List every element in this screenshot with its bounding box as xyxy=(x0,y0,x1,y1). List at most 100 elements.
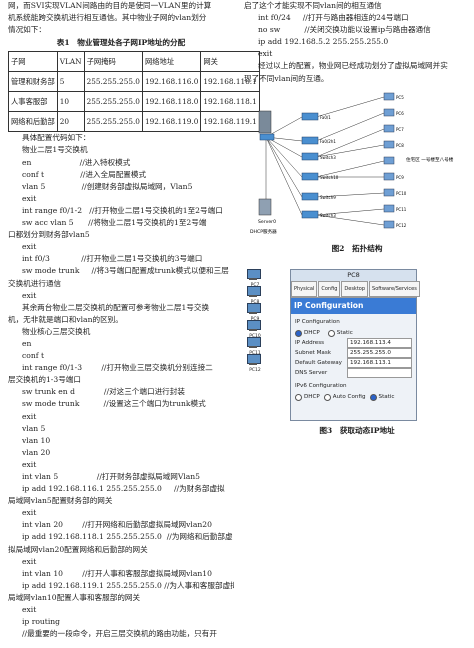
v6-static-radio[interactable] xyxy=(369,393,377,401)
tab-desktop[interactable]: Desktop xyxy=(341,280,369,297)
text-line: exit xyxy=(22,290,37,300)
table-cell: 10 xyxy=(56,91,85,113)
table-cell: 人事客服部 xyxy=(8,91,58,113)
table-cell: 192.168.119.1 xyxy=(200,111,260,133)
text-line: 启了这个才能实现不同vlan间的相互通信 xyxy=(244,1,382,10)
th-subnet: 子网 xyxy=(8,51,58,73)
table-header-row: 子网 VLAN 子网掩码 网络地址 网关 xyxy=(8,51,260,73)
intro-line-3: 情况如下： xyxy=(8,25,46,35)
field-row: DNS Server xyxy=(295,368,412,379)
table-cell: 192.168.116.0 xyxy=(141,71,202,93)
text-line: int vlan 5 //打开财务部虚拟局域网Vlan5 xyxy=(22,472,201,481)
th-network: 网络地址 xyxy=(141,51,202,73)
dhcp-radio[interactable] xyxy=(295,329,302,337)
table-cell: 192.168.119.0 xyxy=(141,111,202,133)
text-line: //最重要的一段命令，开启三层交换机的路由功能，只有开 xyxy=(22,629,217,639)
pc-icon: PC11 xyxy=(244,336,262,356)
text-line: 机，无非就是端口和vlan的区别。 xyxy=(8,314,123,324)
ip-config-subtitle: IP Configuration xyxy=(295,318,340,325)
pc-icon-label: PC11 xyxy=(244,348,266,360)
table-cell: 255.255.255.0 xyxy=(83,111,143,133)
text-line: sw acc vlan 5 //将物业二层1号交换机的1至2号端 xyxy=(22,218,207,228)
pc-label: PC9 xyxy=(396,175,404,180)
th-mask: 子网掩码 xyxy=(83,51,143,73)
pc-icon-label: PC7 xyxy=(244,280,266,292)
field-row: Subnet Mask 255.255.255.0 xyxy=(295,348,412,359)
text-line: int range f0/1-3 //打开物业三层交换机分别连接二 xyxy=(22,363,213,373)
static-radio[interactable] xyxy=(327,329,335,337)
text-line: en xyxy=(22,338,32,348)
switch-label: Switch3 xyxy=(320,213,336,218)
text-line: exit xyxy=(258,49,273,59)
v6-auto-radio[interactable] xyxy=(323,393,331,401)
gateway-field[interactable]: 192.168.113.1 xyxy=(347,358,412,369)
text-line: vlan 20 xyxy=(22,447,51,457)
pc-label: PC8 xyxy=(396,143,404,148)
field-label: IP Address xyxy=(295,339,325,346)
text-line: sw mode trunk //将3号端口配置成trunk模式以便和三层 xyxy=(22,266,229,276)
text-line: int f0/24 //打开与路由器相连的24号端口 xyxy=(258,13,409,23)
pc-label: PC7 xyxy=(396,127,404,132)
monitor-base xyxy=(249,328,257,331)
tab-software[interactable]: Software/Services xyxy=(369,280,420,297)
subnet-mask-field[interactable]: 255.255.255.0 xyxy=(347,348,412,359)
monitor-base xyxy=(249,311,257,314)
tab-physical[interactable]: Physical xyxy=(291,280,318,297)
pc-icon: PC8 xyxy=(244,285,262,305)
topology-diagram: DHCP服务器 Server0 住宅区 一号楼至八号楼 Fa0/1 Fa0/2h… xyxy=(250,92,454,235)
table-cell: 网络和后勤部 xyxy=(8,111,58,133)
text-line: 物业核心三层交换机 xyxy=(22,326,91,336)
ip-config-header: IP Configuration xyxy=(291,297,416,314)
window-title: PC8 xyxy=(291,269,416,281)
ipv6-subtitle: IPv6 Configuration xyxy=(295,383,347,390)
pc-label: PC12 xyxy=(396,223,407,228)
table-cell: 255.255.255.0 xyxy=(83,71,143,93)
pc-icon-label: PC8 xyxy=(244,297,266,309)
text-line: 交换机进行通信 xyxy=(8,278,62,288)
text-line: exit xyxy=(22,556,37,566)
figure-3-caption: 图3 获取动态IP地址 xyxy=(319,425,395,435)
monitor-base xyxy=(249,362,257,365)
residential-label: 住宅区 一号楼至八号楼 xyxy=(406,156,454,163)
dns-server-field[interactable] xyxy=(347,368,412,379)
pc-icon: PC7 xyxy=(244,268,262,288)
pc-label: PC10 xyxy=(396,191,407,196)
text-line: 局域网vlan5配置财务部的网关 xyxy=(8,496,113,506)
table-cell: 管理和财务部 xyxy=(8,71,58,93)
table-row: 网络和后勤部 20 255.255.255.0 192.168.119.0 19… xyxy=(8,111,260,133)
switch-label: Switch9 xyxy=(320,195,336,200)
dhcp-server-label: DHCP服务器 xyxy=(250,228,277,235)
text-line: en //进入特权模式 xyxy=(22,157,131,167)
pc-icon-label: PC9 xyxy=(244,314,266,326)
left-column: 网，而SVI实现VLAN间路由的目的是使同一VLAN里的计算 机系统能跨交换机进… xyxy=(8,0,260,640)
text-line: int range f0/1-2 //打开物业二层1号交换机的1至2号端口 xyxy=(22,205,223,215)
table-row: 管理和财务部 5 255.255.255.0 192.168.116.0 192… xyxy=(8,71,260,93)
figure-2-caption: 图2 拓扑结构 xyxy=(331,243,383,253)
table-row: 人事客服部 10 255.255.255.0 192.168.118.0 192… xyxy=(8,91,260,113)
tab-config[interactable]: Config xyxy=(318,280,341,297)
monitor-base xyxy=(249,277,257,280)
subnet-table: 子网 VLAN 子网掩码 网络地址 网关 管理和财务部 5 255.255.25… xyxy=(8,51,260,133)
text-line: exit xyxy=(22,459,37,469)
switch-label: Switch10 xyxy=(320,175,339,180)
th-vlan: VLAN xyxy=(56,51,85,73)
pc-label: PC5 xyxy=(396,95,404,100)
table-cell: 192.168.118.0 xyxy=(141,91,202,113)
topology-figure: DHCP服务器 Server0 住宅区 一号楼至八号楼 Fa0/1 Fa0/2h… xyxy=(244,89,470,237)
pc-label: PC11 xyxy=(396,207,407,212)
ip-address-field[interactable]: 192.168.113.4 xyxy=(347,338,412,349)
text-line: 经过以上的配置，物业网已经成功划分了虚拟局域网并实 xyxy=(258,61,448,71)
v6-dhcp-radio[interactable] xyxy=(295,393,302,401)
monitor-base xyxy=(249,345,257,348)
text-line: no sw //关闭交换功能以设置ip与路由器通信 xyxy=(258,25,431,35)
text-line: int f0/3 //打开物业二层1号交换机的3号端口 xyxy=(22,254,203,264)
field-label: Subnet Mask xyxy=(295,349,332,356)
field-row: IP Address 192.168.113.4 xyxy=(295,338,412,349)
text-line: exit xyxy=(22,242,37,252)
monitor-base xyxy=(249,294,257,297)
dhcp-label: DHCP xyxy=(304,329,320,336)
switch-label: Fa0/2h1 xyxy=(320,139,336,144)
text-line: exit xyxy=(22,411,37,421)
